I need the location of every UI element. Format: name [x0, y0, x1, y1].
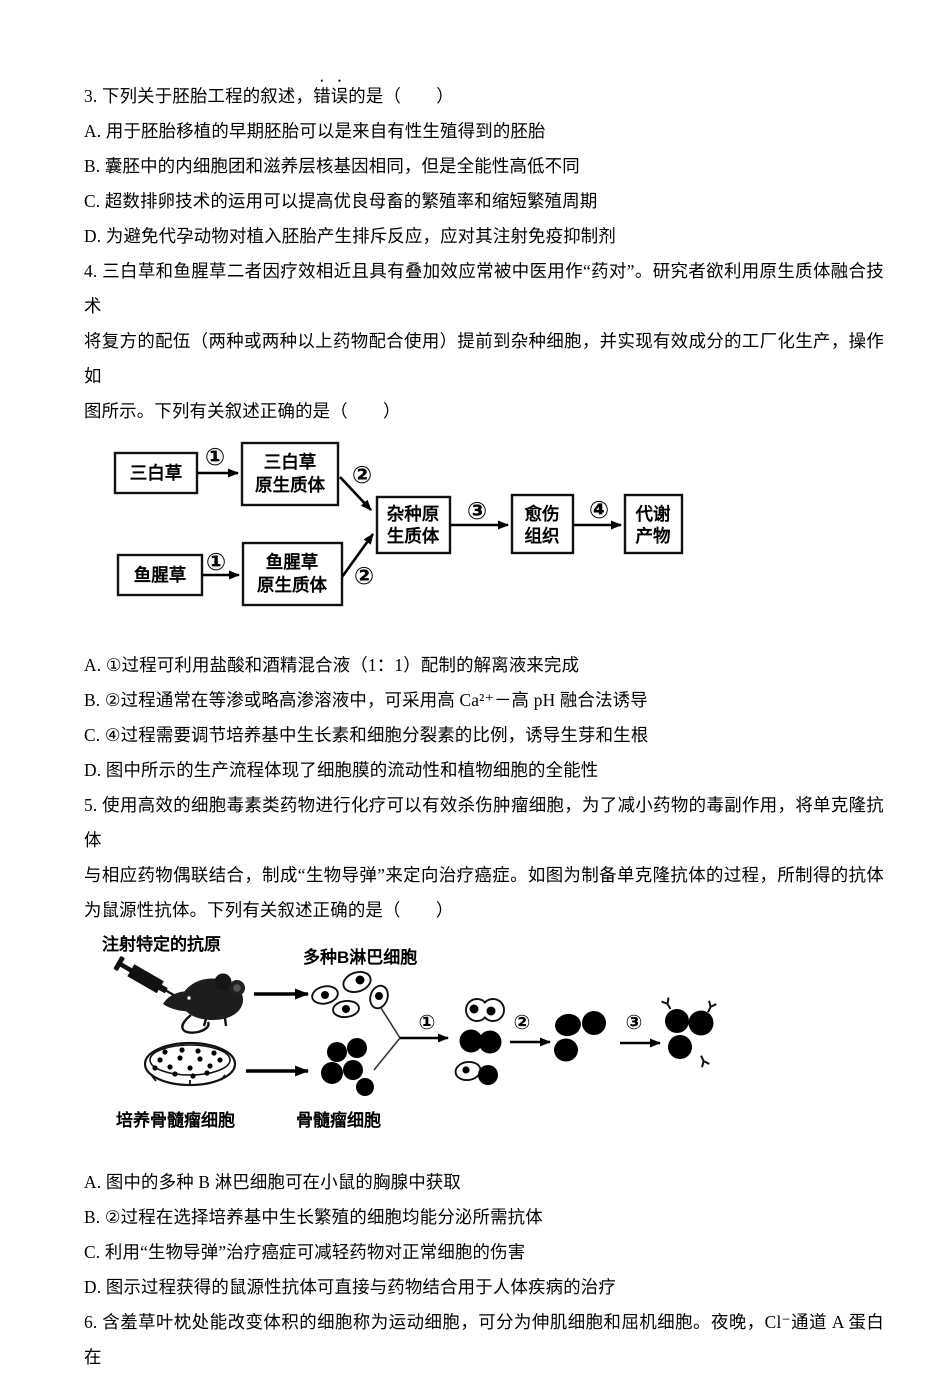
question-4-stem-line-1: 4. 三白草和鱼腥草二者因疗效相近且具有叠加效应常被中医用作“药对”。研究者欲利…	[84, 261, 884, 316]
cultured-myeloma-label: 培养骨髓瘤细胞	[116, 1110, 235, 1130]
svg-text:代谢: 代谢	[635, 504, 671, 524]
flowchart-box-yuxingcao: 鱼腥草	[116, 553, 204, 597]
question-5-option-d: D. 图示过程获得的鼠源性抗体可直接与药物结合用于人体疾病的治疗	[84, 1277, 616, 1297]
flowchart-box-metabolite: 代谢 产物	[623, 493, 684, 555]
question-3-option-b: B. 囊胚中的内细胞团和滋养层核基因相同，但是全能性高低不同	[84, 156, 580, 176]
svg-text:产物: 产物	[636, 526, 671, 546]
step-1-circled-number: ①	[205, 444, 225, 471]
question-3-option-d: D. 为避免代孕动物对植入胚胎产生排斥反应，应对其注射免疫抑制剂	[84, 226, 616, 246]
step-2-circled-number: ②	[352, 462, 372, 489]
question-5-stem-line-3: 为鼠源性抗体。下列有关叙述正确的是（ ）	[84, 900, 454, 920]
question-4-option-c: C. ④过程需要调节培养基中生长素和细胞分裂素的比例，诱导生芽和生根	[84, 725, 649, 745]
q3-stem-prefix: 3. 下列关于胚胎工程的叙述，	[84, 86, 314, 106]
svg-text:鱼腥草: 鱼腥草	[266, 552, 319, 572]
question-5-option-a: A. 图中的多种 B 淋巴细胞可在小鼠的胸腺中获取	[84, 1172, 461, 1192]
svg-text:原生质体: 原生质体	[255, 475, 325, 495]
antigen-injection-label: 注射特定的抗原	[102, 934, 221, 954]
question-3-option-c: C. 超数排卵技术的运用可以提高优良母畜的繁殖率和缩短繁殖周期	[84, 191, 598, 211]
svg-text:愈伤: 愈伤	[525, 504, 560, 524]
myeloma-cells-label: 骨髓瘤细胞	[296, 1110, 381, 1130]
flowchart-box-sanbaicao-label: 三白草	[130, 463, 183, 483]
question-5-stem-line-2: 与相应药物偶联结合，制成“生物导弹”来定向治疗癌症。如图为制备单克隆抗体的过程，…	[84, 865, 884, 885]
q4-protoplast-fusion-flowchart: 三白草 三白草 原生质体 鱼腥草 鱼腥草 原生质体 杂种原 生质体 愈伤 组织	[113, 441, 684, 607]
question-4-options: A. ①过程可利用盐酸和酒精混合液（1：1）配制的解离液来完成 B. ②过程通常…	[84, 648, 884, 928]
antibody-secreting-cells	[661, 997, 717, 1068]
question-5-options: A. 图中的多种 B 淋巴细胞可在小鼠的胸腺中获取 B. ②过程在选择培养基中生…	[84, 1165, 884, 1375]
step-4-circled-number: ④	[589, 497, 609, 524]
flowchart-box-sanbaicao-protoplast: 三白草 原生质体	[240, 441, 340, 507]
question-4-stem-line-2: 将复方的配伍（两种或两种以上药物配合使用）提前到杂种细胞，并实现有效成分的工厂化…	[84, 331, 884, 386]
question-4-stem-line-3: 图所示。下列有关叙述正确的是（ ）	[84, 401, 401, 421]
question-3-stem: 3. 下列关于胚胎工程的叙述，错误的是（ ）	[84, 76, 884, 114]
q3-stem-emphasized-word: 错误	[313, 86, 349, 106]
b-lymphocytes-label: 多种B淋巴细胞	[303, 947, 417, 967]
svg-text:生质体: 生质体	[387, 526, 440, 546]
arrow-icon	[340, 533, 375, 578]
step-3-circled-number: ③	[467, 498, 487, 525]
fusion-products-cells	[454, 998, 505, 1085]
question-5-stem-line-1: 5. 使用高效的细胞毒素类药物进行化疗可以有效杀伤肿瘤细胞，为了减小药物的毒副作…	[84, 795, 884, 850]
svg-text:原生质体: 原生质体	[257, 575, 327, 595]
svg-text:组织: 组织	[525, 526, 560, 546]
syringe-icon	[113, 956, 182, 1000]
question-3-option-a: A. 用于胚胎移植的早期胚胎可以是来自有性生殖得到的胚胎	[84, 121, 546, 141]
step-3-circled-number: ③	[626, 1012, 643, 1034]
question-4-option-b: B. ②过程通常在等渗或略高渗溶液中，可采用高 Ca²⁺－高 pH 融合法诱导	[84, 690, 648, 710]
step-1-circled-number: ①	[419, 1012, 436, 1034]
antibody-y-icon	[707, 1000, 717, 1013]
converging-line	[373, 1037, 401, 1071]
question-4-option-a: A. ①过程可利用盐酸和酒精混合液（1：1）配制的解离液来完成	[84, 655, 580, 675]
hybridoma-cells	[554, 1011, 606, 1062]
converging-line	[380, 1007, 401, 1039]
flowchart-box-callus: 愈伤 组织	[510, 493, 575, 555]
mouse-icon	[163, 973, 245, 1034]
flowchart-box-hybrid-protoplast: 杂种原 生质体	[375, 495, 452, 555]
myeloma-cells	[321, 1038, 374, 1096]
svg-text:三白草: 三白草	[264, 452, 317, 472]
flowchart-box-sanbaicao: 三白草	[113, 451, 199, 495]
question-5-option-b: B. ②过程在选择培养基中生长繁殖的细胞均能分泌所需抗体	[84, 1207, 543, 1227]
q3-stem-suffix: 的是（ ）	[348, 86, 454, 106]
question-6-stem-line-1: 6. 含羞草叶枕处能改变体积的细胞称为运动细胞，可分为伸肌细胞和屈机细胞。夜晚，…	[84, 1312, 884, 1367]
step-2-circled-number: ②	[514, 1012, 531, 1034]
antibody-y-icon	[661, 997, 672, 1010]
petri-dish-icon	[143, 1041, 237, 1087]
flowchart-box-yuxingcao-protoplast: 鱼腥草 原生质体	[241, 541, 344, 607]
arrow-icon	[339, 476, 372, 511]
svg-text:鱼腥草: 鱼腥草	[134, 565, 187, 585]
svg-text:杂种原: 杂种原	[387, 504, 440, 524]
b-lymphocytes-cells	[311, 971, 389, 1019]
step-1-circled-number: ①	[206, 549, 226, 576]
question-5-option-c: C. 利用“生物导弹”治疗癌症可减轻药物对正常细胞的伤害	[84, 1242, 526, 1262]
antibody-y-icon	[700, 1055, 710, 1068]
step-2-circled-number: ②	[354, 563, 374, 590]
q5-monoclonal-antibody-diagram: 注射特定的抗原 多种B淋巴细胞 培养骨髓瘤细胞 骨髓瘤细胞	[102, 934, 717, 1130]
question-4-option-d: D. 图中所示的生产流程体现了细胞膜的流动性和植物细胞的全能性	[84, 760, 599, 780]
